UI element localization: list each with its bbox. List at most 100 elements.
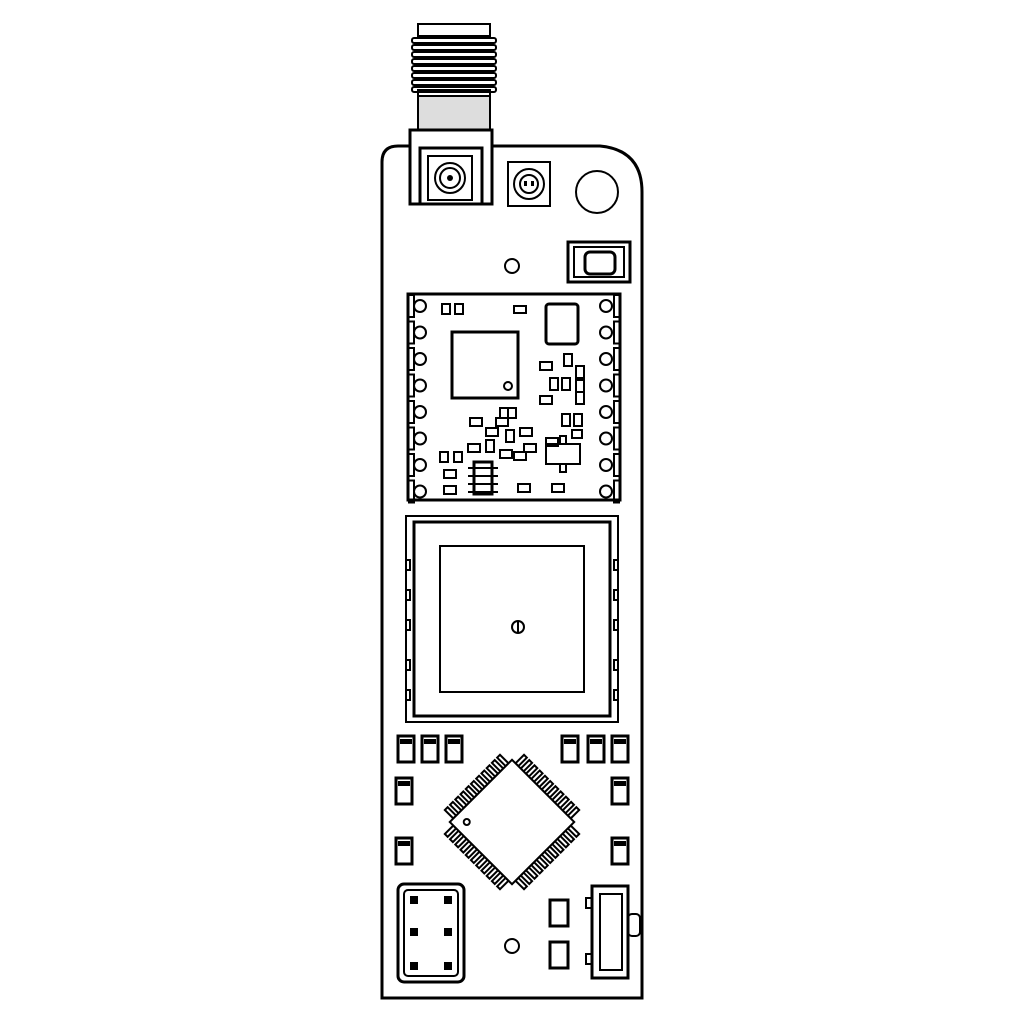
capacitor-right-low bbox=[610, 836, 630, 866]
smd-component bbox=[507, 407, 517, 419]
smd-component bbox=[513, 451, 527, 461]
sot-transistor bbox=[545, 435, 581, 473]
smd-component bbox=[469, 417, 483, 427]
capacitor-top-left-cap bbox=[424, 739, 436, 744]
fiducial-bottom bbox=[504, 938, 520, 954]
smd-component bbox=[499, 407, 509, 419]
pad-left-edge bbox=[408, 294, 415, 318]
capacitor-top-right-cap bbox=[564, 739, 576, 744]
smd-component bbox=[453, 451, 463, 463]
pad-left bbox=[413, 325, 427, 340]
pad-left bbox=[413, 352, 427, 366]
capacitor-top-left bbox=[396, 734, 416, 764]
smd-component bbox=[545, 437, 559, 447]
smd-component bbox=[561, 377, 571, 391]
capacitor-left-mid-cap bbox=[398, 781, 410, 786]
smd-component bbox=[549, 377, 559, 391]
capacitor-right-low-cap bbox=[614, 841, 626, 846]
thread-ridge bbox=[411, 58, 497, 65]
smd-component bbox=[485, 439, 495, 453]
capacitor-right-mid-cap bbox=[614, 781, 626, 786]
smd-component bbox=[575, 365, 585, 379]
mcu-qfp-chip bbox=[443, 753, 581, 891]
smd-component bbox=[571, 429, 583, 439]
pad-right-edge bbox=[613, 479, 620, 504]
thread-ridge bbox=[411, 65, 497, 72]
pin-header bbox=[396, 882, 466, 984]
pad-left-edge bbox=[408, 479, 415, 504]
capacitor-left-low bbox=[394, 836, 414, 866]
pad-right-edge bbox=[613, 347, 620, 371]
fiducial-top bbox=[504, 258, 520, 274]
capacitor-top-right bbox=[586, 734, 606, 764]
notch-right bbox=[613, 559, 619, 571]
smd-component bbox=[495, 417, 509, 427]
pad-left-edge bbox=[408, 373, 415, 398]
notch-left bbox=[405, 619, 411, 631]
pad-right-edge bbox=[613, 400, 620, 424]
notch-left bbox=[405, 689, 411, 701]
pad-left bbox=[413, 299, 427, 313]
pad-left bbox=[413, 405, 427, 419]
pad-right bbox=[599, 405, 613, 419]
capacitor-top-left bbox=[420, 734, 440, 764]
capacitor-top-right-cap bbox=[614, 739, 626, 744]
antenna-side-notches bbox=[405, 559, 619, 701]
notch-right bbox=[613, 589, 619, 601]
smd-component bbox=[443, 469, 457, 479]
pad-right-edge bbox=[613, 426, 620, 451]
sma-connector bbox=[408, 23, 497, 206]
capacitor-top-right-cap bbox=[590, 739, 602, 744]
pad-right bbox=[599, 325, 613, 340]
smd-component bbox=[519, 427, 533, 437]
capacitor-top-left-cap bbox=[400, 739, 412, 744]
pad-left-edge bbox=[408, 320, 415, 345]
thread-ridge bbox=[411, 72, 497, 79]
crystal bbox=[544, 302, 580, 346]
pad-left-edge bbox=[408, 400, 415, 424]
mounting-hole bbox=[575, 170, 619, 214]
slide-switch bbox=[585, 884, 641, 980]
smd-component bbox=[561, 413, 571, 427]
thread-ridge bbox=[411, 79, 497, 86]
notch-right bbox=[613, 689, 619, 701]
castellated-pads bbox=[408, 294, 620, 504]
notch-right bbox=[613, 659, 619, 671]
soic-chip bbox=[468, 460, 498, 496]
pad-left-edge bbox=[408, 426, 415, 451]
smd-component bbox=[539, 361, 553, 371]
pad-right-edge bbox=[613, 294, 620, 318]
capacitor-top-right bbox=[560, 734, 580, 764]
pad-right bbox=[599, 458, 613, 472]
smd-component bbox=[485, 427, 499, 437]
capacitor-left-mid bbox=[394, 776, 414, 806]
thread-ridge bbox=[411, 37, 497, 44]
notch-left bbox=[405, 659, 411, 671]
thread-ridge bbox=[411, 51, 497, 58]
mcu-passives bbox=[394, 734, 630, 866]
pad-right-edge bbox=[613, 453, 620, 477]
pad-left bbox=[413, 378, 427, 393]
smd-component bbox=[539, 395, 553, 405]
thread-ridge bbox=[411, 44, 497, 51]
pad-right bbox=[599, 378, 613, 393]
pad-left-edge bbox=[408, 347, 415, 371]
pad-left-edge bbox=[408, 453, 415, 477]
smd-component bbox=[563, 353, 573, 367]
push-button bbox=[566, 240, 632, 284]
pad-right-edge bbox=[613, 373, 620, 398]
switch-cap-bottom bbox=[548, 940, 570, 970]
smd-component bbox=[439, 451, 449, 463]
smd-component bbox=[454, 303, 464, 315]
smd-component bbox=[513, 305, 527, 314]
smd-component bbox=[517, 483, 531, 493]
pad-right bbox=[599, 484, 613, 499]
switch-cap-top bbox=[548, 898, 570, 928]
smd-component bbox=[575, 391, 585, 405]
smd-component bbox=[499, 449, 513, 459]
smd-component bbox=[523, 443, 537, 453]
smd-component bbox=[443, 485, 457, 495]
pad-right-edge bbox=[613, 320, 620, 345]
